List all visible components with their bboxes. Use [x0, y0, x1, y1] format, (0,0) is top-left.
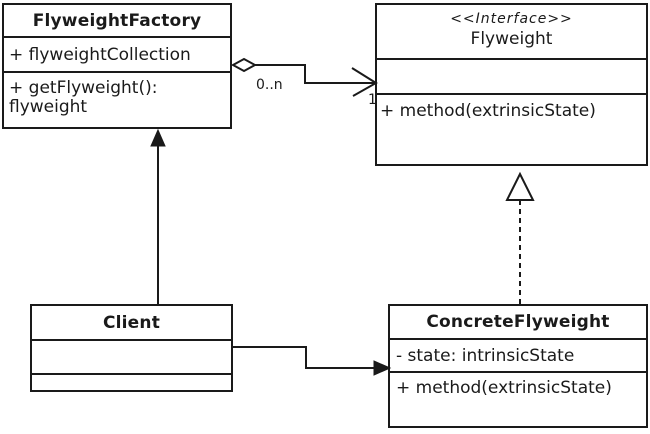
- class-flyweight-header: <<Interface>> Flyweight: [377, 5, 646, 58]
- aggregation-diamond: [230, 57, 258, 73]
- class-concreteflyweight-attribute: - state: intrinsicState: [390, 338, 646, 371]
- class-flyweight-interface: <<Interface>> Flyweight + method(extrins…: [375, 3, 648, 166]
- class-client-title: Client: [102, 312, 161, 333]
- method-line-1: + getFlyweight():: [9, 78, 158, 98]
- realization-triangle: [505, 171, 535, 201]
- class-client-methods-empty: [32, 373, 231, 390]
- class-client: Client: [30, 304, 233, 392]
- client-concrete-association-line: [233, 346, 376, 369]
- multiplicity-label-target: 1: [368, 92, 377, 108]
- class-concreteflyweight-method: + method(extrinsicState): [390, 371, 646, 426]
- client-factory-arrowhead: [150, 128, 166, 147]
- class-flyweight-title: Flyweight: [470, 29, 553, 49]
- class-concreteflyweight: ConcreteFlyweight - state: intrinsicStat…: [388, 304, 648, 428]
- class-flyweightfactory-method: + getFlyweight(): flyweight: [4, 71, 230, 127]
- class-flyweightfactory: FlyweightFactory + flyweightCollection +…: [2, 3, 232, 129]
- class-flyweight-attributes-empty: [377, 58, 646, 93]
- class-flyweightfactory-title: FlyweightFactory: [32, 10, 202, 31]
- class-flyweight-method: + method(extrinsicState): [377, 93, 646, 164]
- multiplicity-label-source: 0..n: [256, 77, 283, 93]
- method-line-2: flyweight: [9, 97, 88, 117]
- interface-stereotype: <<Interface>>: [450, 11, 573, 27]
- class-concreteflyweight-title: ConcreteFlyweight: [426, 312, 610, 332]
- class-client-attributes-empty: [32, 339, 231, 373]
- class-flyweightfactory-attribute: + flyweightCollection: [4, 36, 230, 71]
